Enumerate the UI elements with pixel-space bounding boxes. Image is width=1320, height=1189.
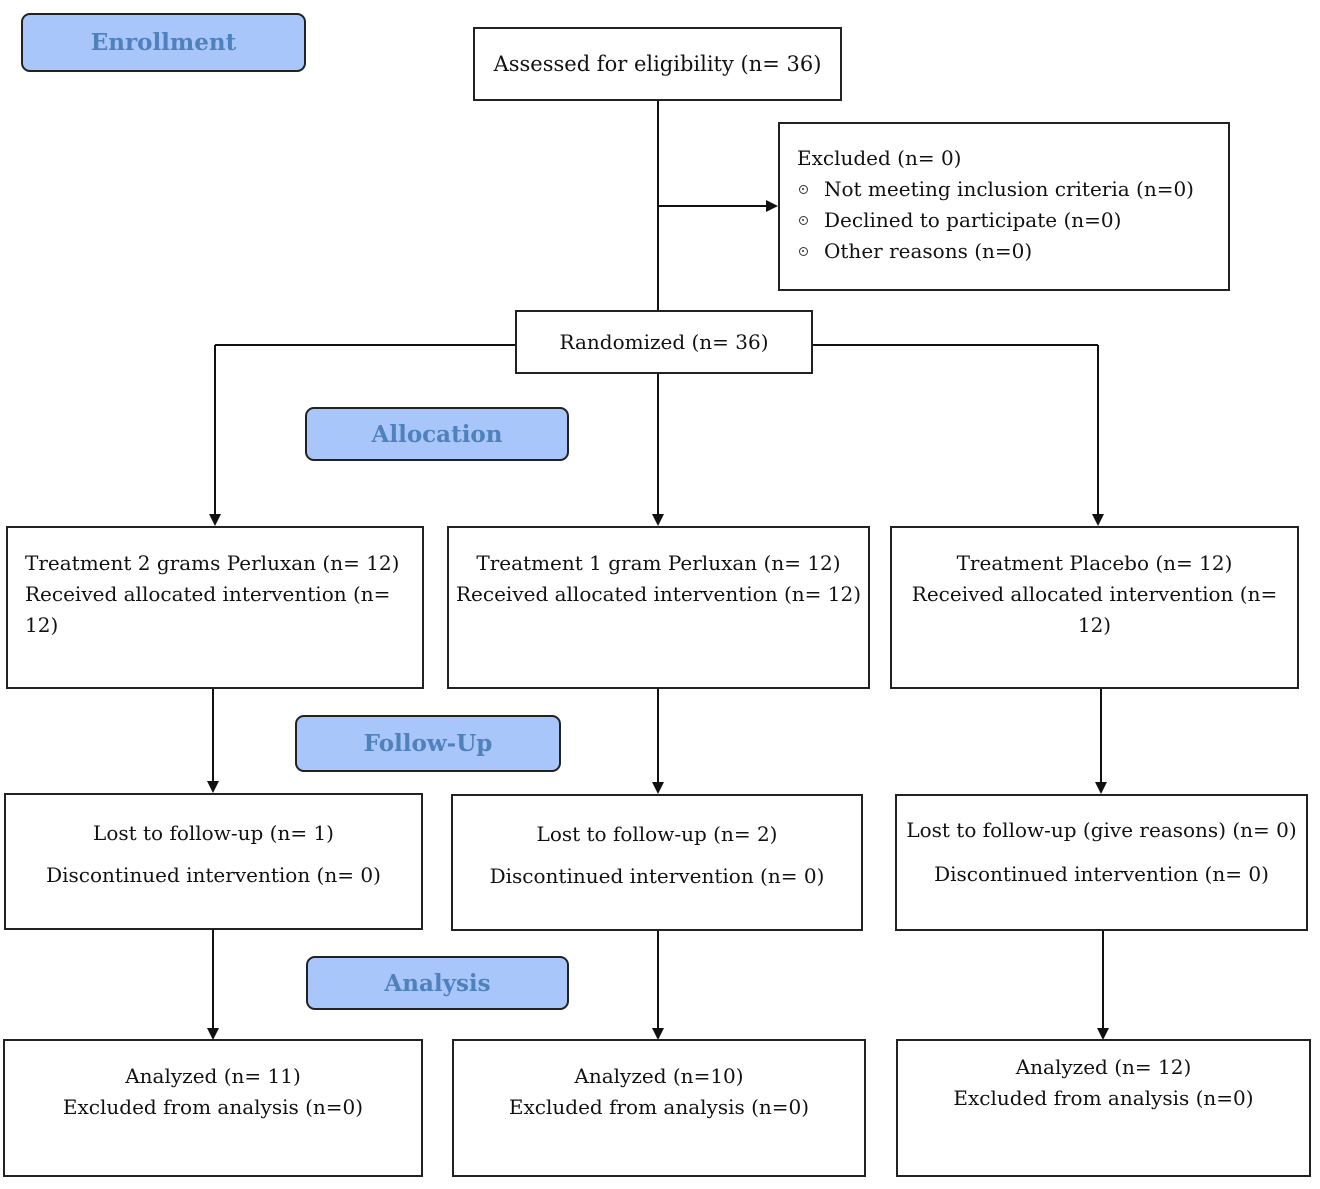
arm1-analysis-line: Analyzed (n= 11) [125, 1064, 301, 1088]
arm2-allocation-box: Treatment 1 gram Perluxan (n= 12) Receiv… [447, 526, 870, 689]
bullet-icon [799, 247, 808, 256]
excluded-reason-text: Declined to participate (n=0) [824, 208, 1122, 232]
arm1-allocation-box: Treatment 2 grams Perluxan (n= 12) Recei… [6, 526, 424, 689]
arm2-analysis-line: Excluded from analysis (n=0) [508, 1095, 810, 1119]
arm2-follow-up-line: Lost to follow-up (n= 2) [536, 822, 778, 846]
excluded-reason-text: Other reasons (n=0) [824, 239, 1033, 263]
bullet-icon [799, 216, 808, 225]
excluded-reason-text: Not meeting inclusion criteria (n=0) [824, 177, 1194, 201]
arm2-allocation-line: Treatment 1 gram Perluxan (n= 12) [476, 551, 841, 575]
arm1-follow-up-line: Lost to follow-up (n= 1) [93, 821, 334, 845]
arm1-analysis-box: Analyzed (n= 11) Excluded from analysis … [3, 1039, 423, 1177]
stage-label-allocation: Allocation [305, 407, 569, 461]
arm2-follow-up-box: Lost to follow-up (n= 2) Discontinued in… [451, 794, 863, 931]
arm3-allocation-box: Treatment Placebo (n= 12) Received alloc… [890, 526, 1299, 689]
arm3-follow-up-line: Lost to follow-up (give reasons) (n= 0) [906, 818, 1297, 842]
arm3-analysis-line: Excluded from analysis (n=0) [953, 1086, 1254, 1110]
excluded-reason: Not meeting inclusion criteria (n=0) [797, 174, 1228, 205]
arm1-allocation-line: Treatment 2 grams Perluxan (n= 12) [25, 551, 400, 575]
arm1-follow-up-line: Discontinued intervention (n= 0) [46, 863, 381, 887]
arm2-follow-up-line: Discontinued intervention (n= 0) [489, 864, 825, 888]
assessed-text: Assessed for eligibility (n= 36) [493, 51, 822, 76]
arm3-analysis-box: Analyzed (n= 12) Excluded from analysis … [896, 1039, 1311, 1177]
stage-label-analysis: Analysis [306, 956, 569, 1010]
excluded-box: Excluded (n= 0) Not meeting inclusion cr… [778, 122, 1230, 291]
arm3-allocation-line: Received allocated intervention (n= 12) [911, 582, 1278, 637]
assessed-box: Assessed for eligibility (n= 36) [473, 27, 842, 101]
stage-label-enrollment: Enrollment [21, 13, 306, 72]
excluded-reason: Other reasons (n=0) [797, 236, 1228, 267]
stage-label-follow-up: Follow-Up [295, 715, 561, 772]
randomized-box: Randomized (n= 36) [515, 310, 813, 374]
excluded-title: Excluded (n= 0) [797, 146, 962, 170]
bullet-icon [799, 185, 808, 194]
arm1-follow-up-box: Lost to follow-up (n= 1) Discontinued in… [4, 793, 423, 930]
randomized-text: Randomized (n= 36) [559, 329, 769, 354]
arm3-analysis-line: Analyzed (n= 12) [1015, 1055, 1192, 1079]
excluded-reason: Declined to participate (n=0) [797, 205, 1228, 236]
arm3-follow-up-box: Lost to follow-up (give reasons) (n= 0) … [895, 794, 1308, 931]
arm2-allocation-line: Received allocated intervention (n= 12) [455, 582, 862, 606]
arm3-allocation-line: Treatment Placebo (n= 12) [956, 551, 1233, 575]
arm2-analysis-box: Analyzed (n=10) Excluded from analysis (… [452, 1039, 866, 1177]
arm3-follow-up-line: Discontinued intervention (n= 0) [934, 862, 1269, 886]
arm2-analysis-line: Analyzed (n=10) [574, 1064, 744, 1088]
arm1-analysis-line: Excluded from analysis (n=0) [62, 1095, 364, 1119]
arm1-allocation-line: Received allocated intervention (n= 12) [25, 582, 391, 637]
